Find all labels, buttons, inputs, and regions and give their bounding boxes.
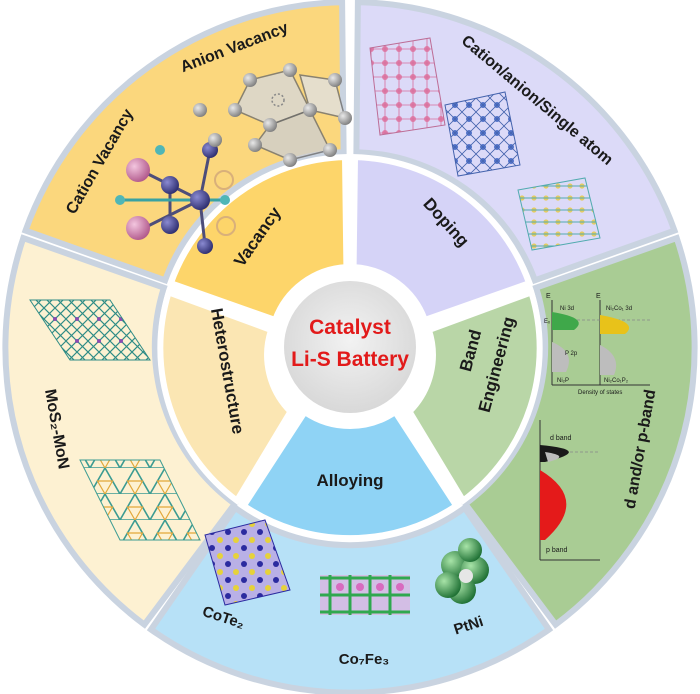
band-left-top: Ni 3d [560,306,574,312]
band-right-axis: E [596,293,601,300]
heterostructure-structures [29,299,201,541]
co7fe3-structure [320,575,410,615]
inner-sector-hetero [157,288,295,505]
band-left-bottom: Ni₂P [557,378,569,384]
d-band-label: d band [550,435,572,442]
band-right-bottom: Ni₂Co₁P₂ [604,378,629,384]
inner-sector-doping [350,154,533,324]
co7fe3-label: Co₇Fe₃ [339,651,389,668]
ptni-structure [435,538,489,604]
inner-sector-alloying [239,407,461,542]
band-left-fermi: Eₓ [544,319,550,325]
band-left-mid: P 2p [565,351,578,357]
alloying-label: Alloying [316,471,383,490]
alloy-structures [204,519,489,615]
band-structure-plot: E Ni 3d Eₓ P 2p Ni₂P E Ni₂Co₁ 3d Ni₂Co₁P… [539,293,650,561]
band-left-axis: E [546,293,551,300]
center-hub: Catalyst Li-S Battery [274,271,426,423]
center-title: Catalyst [309,316,391,339]
inner-sector-vacancy [167,154,350,324]
anion-vacancy-structure [193,63,352,167]
p-band-label: p band [546,547,568,554]
doping-structures [369,37,601,251]
center-circle [284,281,416,413]
inner-ring [157,154,543,542]
band-xlabel: Density of states [578,390,622,396]
outer-sector-vacancy [21,0,347,285]
outer-sector-band [461,234,698,629]
band-right-top: Ni₂Co₁ 3d [606,306,632,312]
center-subtitle: Li-S Battery [291,348,409,371]
inner-sector-band [405,288,543,505]
